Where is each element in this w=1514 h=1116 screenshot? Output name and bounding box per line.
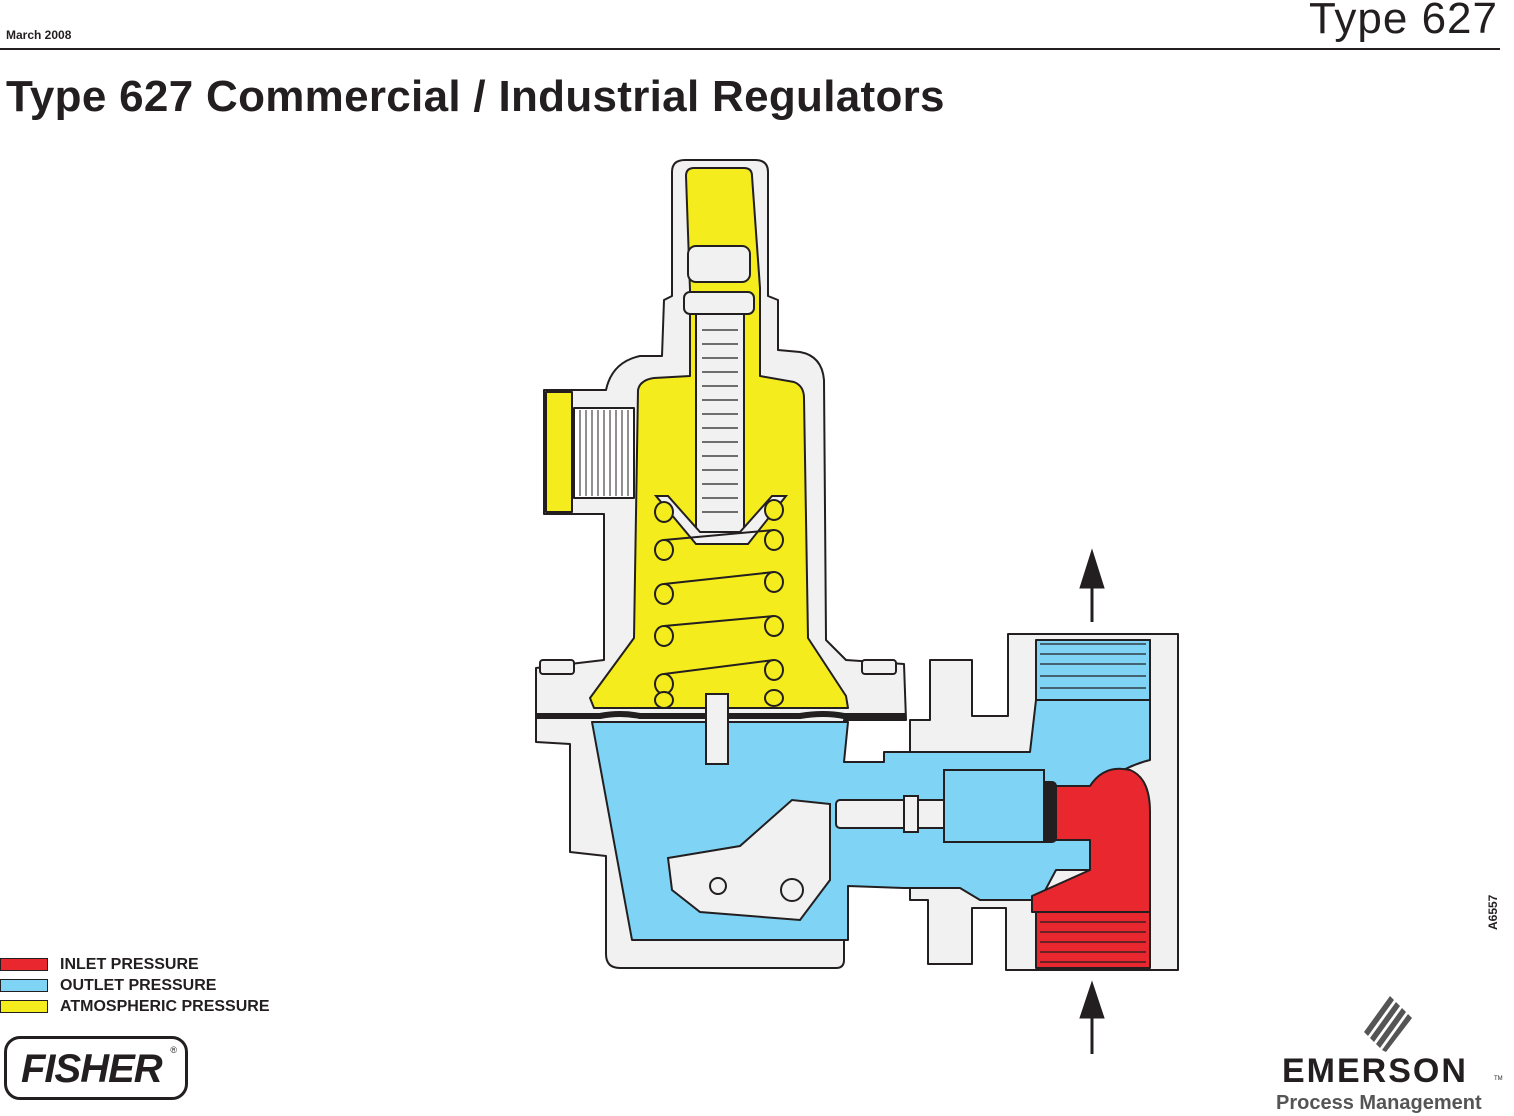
header-divider [0, 48, 1500, 50]
fisher-registered-mark: ® [170, 1045, 177, 1055]
spring-coil [764, 499, 784, 521]
adjusting-nut-lock [683, 291, 755, 315]
fisher-logo: FISHER ® [4, 1036, 188, 1100]
spring-coil [764, 659, 784, 681]
screw-thread-lines [702, 329, 738, 513]
vent-plug [545, 391, 573, 513]
spring-coil [654, 583, 674, 605]
spring-coil [764, 529, 784, 551]
fisher-logo-text: FISHER [21, 1047, 163, 1091]
legend-swatch-inlet [0, 958, 48, 971]
spring-coil [654, 539, 674, 561]
inlet-port [1035, 911, 1151, 969]
inlet-chamber [1031, 767, 1151, 913]
emerson-logo-text: EMERSON [1282, 1052, 1468, 1090]
emerson-logo-icon [1364, 996, 1412, 1052]
lever-hole [780, 878, 804, 902]
spring-coil [654, 625, 674, 647]
legend-label-atmospheric: ATMOSPHERIC PRESSURE [60, 998, 270, 1015]
flange-bolt-left [539, 659, 575, 675]
vent-thread-lines [579, 410, 629, 496]
adjusting-screw [695, 313, 745, 535]
header-type-label: Type 627 [1308, 0, 1498, 43]
inlet-thread-lines [1040, 921, 1146, 963]
legend-label-inlet: INLET PRESSURE [60, 956, 199, 973]
page-title: Type 627 Commercial / Industrial Regulat… [6, 72, 945, 121]
lever-pivot [709, 877, 727, 895]
spring-coil-links [663, 529, 775, 675]
spring-coil [764, 689, 784, 707]
flange-bolt-right [861, 659, 897, 675]
outlet-port [1035, 639, 1151, 701]
header-date: March 2008 [6, 28, 72, 42]
emerson-subtitle: Process Management [1276, 1092, 1482, 1114]
lever-pin [705, 693, 729, 765]
legend-label-outlet: OUTLET PRESSURE [60, 977, 217, 994]
spring-coil [654, 501, 674, 523]
spring-coil [654, 691, 674, 709]
legend-swatch-atmospheric [0, 1000, 48, 1013]
adjusting-nut-top [687, 245, 751, 283]
figure-id: A6557 [1486, 894, 1500, 930]
outlet-flow-arrow [1079, 548, 1105, 622]
inlet-flow-arrow [1079, 980, 1105, 1054]
valve-disk-holder [943, 769, 1045, 843]
emerson-trademark: TM [1494, 1076, 1503, 1082]
legend-swatch-outlet [0, 979, 48, 992]
spring-coil [764, 571, 784, 593]
stem-guide [903, 795, 919, 833]
outlet-thread-lines [1040, 643, 1146, 701]
spring-coil [764, 615, 784, 637]
